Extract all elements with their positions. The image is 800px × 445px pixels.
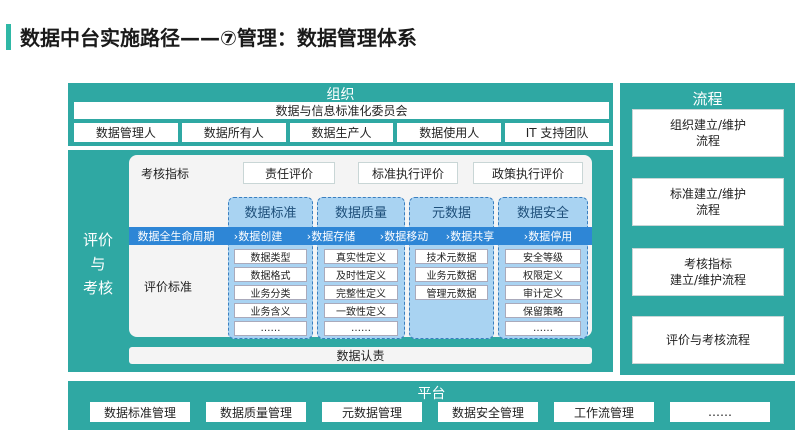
lifecycle-step: ›数据共享 [434,227,506,245]
column-title: 数据安全 [516,205,569,221]
lifecycle-step: ›数据停用 [508,227,588,245]
lifecycle-step-label: 数据移动 [384,230,429,243]
list-item: 真实性定义 [324,249,398,264]
chevron-right-icon: › [523,229,529,243]
role-box: 数据使用人 [397,123,502,142]
list-item: 管理元数据 [415,285,488,300]
kpi-label: 考核指标 [141,167,190,181]
process-header: 流程 [692,90,723,108]
list-item: …… [505,321,581,336]
platform-section: 平台 数据标准管理 数据质量管理 元数据管理 数据安全管理 工作流管理 …… [68,381,795,430]
lifecycle-step-label: 数据共享 [450,230,495,243]
platform-item: …… [670,402,770,422]
list-item: 保留策略 [505,303,581,318]
committee-box: 数据与信息标准化委员会 [74,102,609,119]
accountability-bar: 数据认责 [129,347,592,364]
chevron-right-icon: › [445,229,451,243]
platform-items: 数据标准管理 数据质量管理 元数据管理 数据安全管理 工作流管理 …… [90,402,770,422]
kpi-box: 标准执行评价 [358,162,458,184]
process-section: 流程 组织建立/维护 流程 标准建立/维护 流程 考核指标 建立/维护流程 评价… [620,83,795,375]
lifecycle-band [129,227,592,245]
chevron-right-icon: › [379,229,385,243]
org-section: 组织 数据与信息标准化委员会 数据管理人 数据所有人 数据生产人 数据使用人 I… [68,83,613,146]
platform-header: 平台 [417,386,446,402]
column-title: 数据标准 [244,205,297,221]
chevron-right-icon: › [306,229,312,243]
lifecycle-step-label: 数据停用 [528,230,573,243]
platform-item: 工作流管理 [554,402,654,422]
kpi-box: 政策执行评价 [473,162,583,184]
list-item: …… [234,321,307,336]
org-header: 组织 [326,87,355,103]
list-item: 一致性定义 [324,303,398,318]
lifecycle-step-label: 数据创建 [238,230,283,243]
lifecycle-step: ›数据创建 [223,227,293,245]
list-item: 技术元数据 [415,249,488,264]
process-item: 考核指标 建立/维护流程 [632,248,784,296]
process-item: 组织建立/维护 流程 [632,109,784,157]
lifecycle-label: 数据全生命周期 [137,230,215,243]
list-item: 数据类型 [234,249,307,264]
platform-item: 元数据管理 [322,402,422,422]
list-item: 及时性定义 [324,267,398,282]
platform-item: 数据标准管理 [90,402,190,422]
platform-item: 数据安全管理 [438,402,538,422]
role-box: IT 支持团队 [505,123,609,142]
list-item: 安全等级 [505,249,581,264]
list-item: 业务元数据 [415,267,488,282]
role-box: 数据管理人 [74,123,178,142]
list-item: 业务含义 [234,303,307,318]
org-roles: 数据管理人 数据所有人 数据生产人 数据使用人 IT 支持团队 [74,123,609,142]
lifecycle-step: ›数据存储 [296,227,366,245]
lifecycle-step: ›数据移动 [368,227,440,245]
process-item: 标准建立/维护 流程 [632,178,784,226]
list-item: 数据格式 [234,267,307,282]
kpi-box: 责任评价 [243,162,335,184]
criteria-label: 评价标准 [144,280,193,294]
role-box: 数据所有人 [181,123,286,142]
eval-side-label: 评价 与 考核 [82,231,113,297]
lifecycle-step-label: 数据存储 [311,230,356,243]
platform-item: 数据质量管理 [206,402,306,422]
list-item: 业务分类 [234,285,307,300]
column-title: 元数据 [431,205,471,221]
role-box: 数据生产人 [289,123,394,142]
list-item: 权限定义 [505,267,581,282]
list-item: …… [324,321,398,336]
title-accent-bar [6,24,11,50]
process-item: 评价与考核流程 [632,316,784,364]
column-title: 数据质量 [334,205,387,221]
page-title: 数据中台实施路径——⑦管理：数据管理体系 [20,26,417,50]
eval-section: 评价 与 考核 考核指标 责任评价 标准执行评价 政策执行评价 数据标准 数据质… [68,150,613,372]
list-item: 完整性定义 [324,285,398,300]
list-item: 审计定义 [505,285,581,300]
chevron-right-icon: › [233,229,239,243]
